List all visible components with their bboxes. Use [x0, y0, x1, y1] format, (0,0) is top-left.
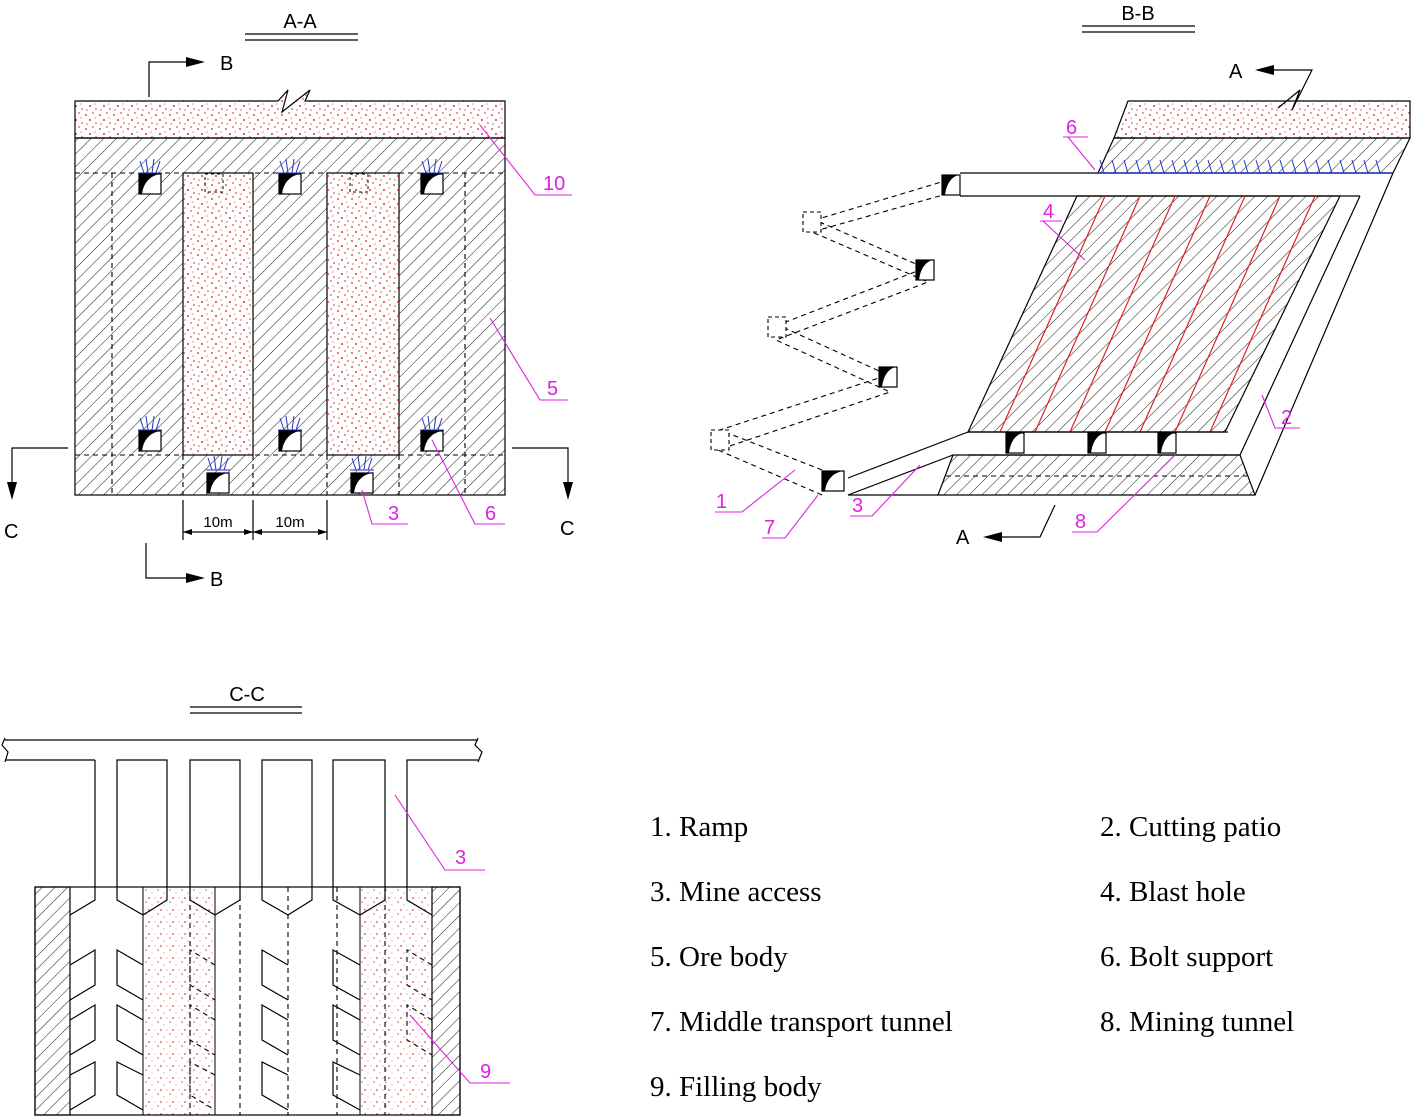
callout-2: 2: [1281, 407, 1292, 429]
dimension-label-1: 10m: [203, 514, 232, 531]
callout-bb-6: 6: [1066, 117, 1077, 139]
callout-7: 7: [764, 517, 775, 539]
section-bb-title: B-B: [1121, 3, 1154, 25]
section-cc-title: C-C: [229, 684, 265, 706]
cut-c-right-label: C: [560, 518, 574, 540]
callout-5: 5: [547, 378, 558, 400]
legend-item-9: 9. Filling body: [650, 1071, 822, 1103]
callout-8: 8: [1075, 511, 1086, 533]
legend-item-2: 2. Cutting patio: [1100, 811, 1281, 843]
dimension-label-2: 10m: [275, 514, 304, 531]
callout-cc-3: 3: [455, 847, 466, 869]
cut-b-top-label: B: [220, 53, 233, 75]
legend-item-6: 6. Bolt support: [1100, 941, 1273, 973]
legend-item-7: 7. Middle transport tunnel: [650, 1006, 953, 1038]
callout-3: 3: [388, 503, 399, 525]
callout-4: 4: [1043, 201, 1054, 223]
callout-bb-3: 3: [852, 495, 863, 517]
legend-item-8: 8. Mining tunnel: [1100, 1006, 1294, 1038]
section-bb: B-B: [710, 3, 1411, 549]
section-aa-title: A-A: [283, 11, 317, 33]
legend-item-5: 5. Ore body: [650, 941, 788, 973]
callout-6: 6: [485, 503, 496, 525]
legend: 1. Ramp 2. Cutting patio 3. Mine access …: [650, 811, 1294, 1103]
section-cc: C-C: [1, 684, 510, 1116]
callout-1: 1: [716, 491, 727, 513]
callout-9: 9: [480, 1061, 491, 1083]
legend-item-3: 3. Mine access: [650, 876, 822, 908]
cut-a-top-label: A: [1229, 61, 1243, 83]
callout-10: 10: [543, 173, 565, 195]
legend-item-1: 1. Ramp: [650, 811, 748, 843]
cut-a-bottom-label: A: [956, 527, 970, 549]
legend-item-4: 4. Blast hole: [1100, 876, 1246, 908]
cut-b-bottom-label: B: [210, 569, 223, 591]
cut-c-left-label: C: [4, 521, 18, 543]
section-aa: A-A: [4, 11, 574, 591]
